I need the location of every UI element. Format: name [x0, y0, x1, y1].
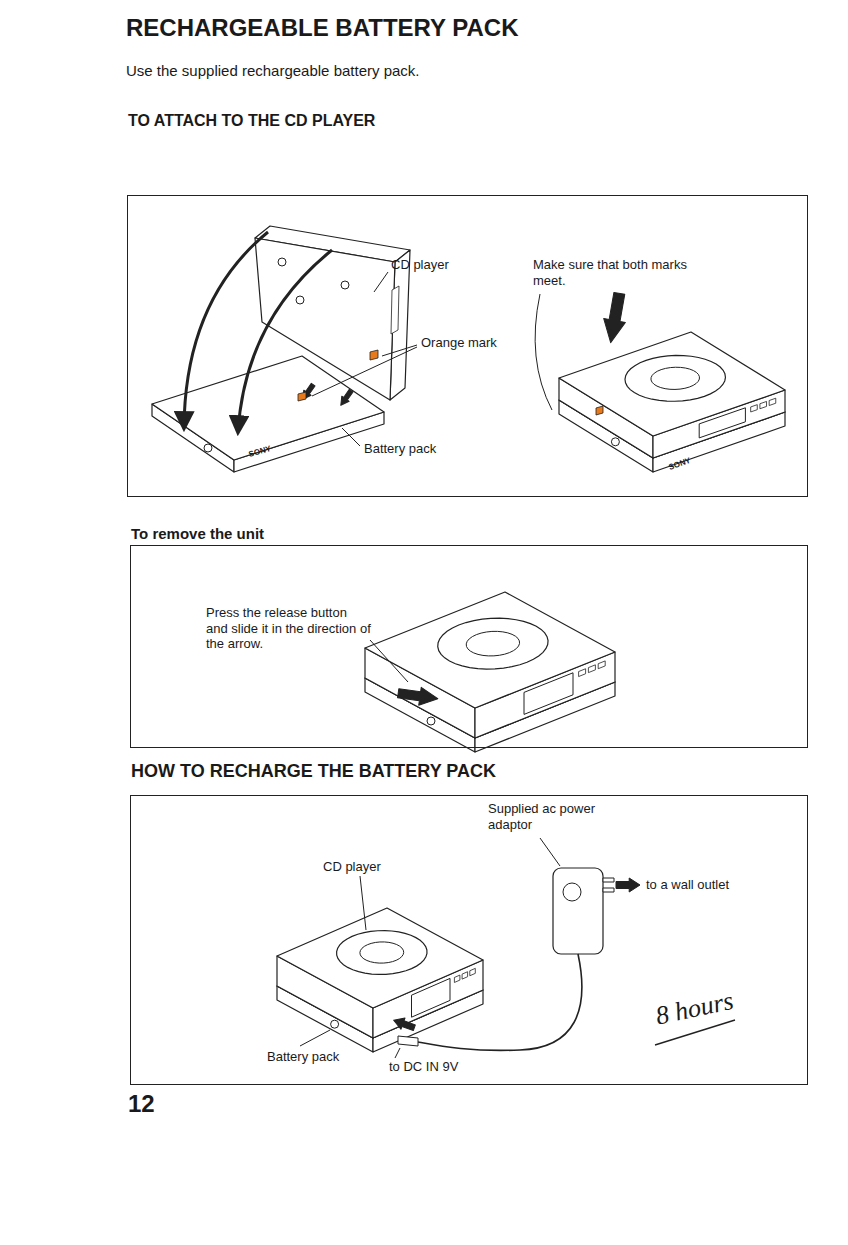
- plug-prong: [603, 888, 614, 892]
- handwritten-note: 8 hours: [653, 985, 737, 1032]
- orange-mark: [370, 350, 378, 360]
- section-heading: To remove the unit: [131, 525, 264, 543]
- power-cord: [418, 954, 582, 1050]
- direction-arrow: [397, 684, 439, 707]
- leader-line: [382, 345, 417, 356]
- orange-mark: [596, 406, 603, 415]
- leader-line: [360, 876, 366, 930]
- instruction-note: Make sure that both marks meet.: [533, 257, 698, 288]
- control-button: [579, 669, 586, 677]
- illustration-panel: TO ATTACH TO THE CD PLAYERCD playerOrang…: [127, 195, 808, 497]
- control-button: [598, 661, 605, 669]
- illustration-panel: HOW TO RECHARGE THE BATTERY PACKSupplied…: [130, 795, 808, 1085]
- attached-illustration: [535, 291, 785, 472]
- direction-arrow: [600, 291, 630, 344]
- control-button: [454, 975, 460, 982]
- remove-illustration: [365, 592, 615, 752]
- release-knob: [331, 1020, 339, 1028]
- control-button: [769, 398, 776, 405]
- attach-illustration: [152, 226, 417, 472]
- lid-window: [651, 367, 699, 389]
- side-controls: [391, 286, 399, 334]
- display-window: [524, 673, 573, 715]
- leader-line: [342, 428, 360, 446]
- display-window: [699, 408, 745, 438]
- leader-line: [300, 1030, 330, 1046]
- intro-text: Use the supplied rechargeable battery pa…: [126, 62, 420, 80]
- lid-window: [360, 942, 404, 963]
- cd-player-bottom: [255, 238, 395, 400]
- leader-line: [370, 640, 408, 682]
- foot-hole: [278, 258, 286, 266]
- control-button: [751, 405, 758, 412]
- dc-plug: [398, 1036, 418, 1046]
- part-label: CD player: [323, 859, 381, 875]
- brand-mark: SONY: [248, 444, 272, 459]
- display-window: [412, 978, 451, 1017]
- disc-lid: [438, 618, 548, 669]
- attach-arrow: [184, 232, 268, 428]
- part-label: Battery pack: [364, 441, 436, 457]
- control-button: [462, 972, 468, 979]
- direction-arrow: [392, 1015, 417, 1034]
- instruction-note: Press the release button and slide it in…: [206, 605, 371, 652]
- release-knob: [427, 717, 435, 725]
- control-button: [760, 401, 767, 408]
- foot-hole: [296, 296, 304, 304]
- release-knob: [611, 438, 619, 446]
- part-label: CD player: [391, 257, 449, 273]
- leader-line: [312, 347, 417, 396]
- attach-arrow: [238, 250, 332, 432]
- ac-adaptor: [553, 868, 603, 954]
- connector-label: to DC IN 9V: [389, 1059, 458, 1075]
- release-knob: [204, 444, 212, 452]
- disc-lid: [337, 931, 427, 975]
- leader-line: [374, 272, 388, 292]
- part-label: to a wall outlet: [646, 877, 729, 893]
- disc-lid: [625, 355, 725, 401]
- section-heading: HOW TO RECHARGE THE BATTERY PACK: [131, 761, 496, 783]
- leader-line: [535, 294, 552, 410]
- plug-prong: [603, 878, 614, 882]
- lid-window: [466, 631, 519, 656]
- part-label: Orange mark: [421, 335, 497, 351]
- direction-arrow: [337, 388, 355, 408]
- orange-mark: [298, 392, 306, 401]
- direction-arrow: [616, 878, 640, 892]
- page-number: 12: [128, 1090, 155, 1119]
- page-title: RECHARGEABLE BATTERY PACK: [126, 14, 518, 43]
- part-label: Battery pack: [267, 1049, 339, 1065]
- cd-player-top: [277, 908, 483, 1008]
- leader-line: [395, 1048, 400, 1058]
- adaptor-label: [563, 883, 581, 901]
- cd-player-top: [559, 332, 785, 436]
- illustration-panel: To remove the unitPress the release butt…: [130, 545, 808, 748]
- control-button: [470, 968, 476, 975]
- control-button: [588, 665, 595, 673]
- cd-player-top: [365, 592, 615, 708]
- brand-mark: SONY: [667, 456, 692, 472]
- leader-line: [540, 838, 560, 866]
- section-heading: TO ATTACH TO THE CD PLAYER: [128, 111, 375, 130]
- part-label: Supplied ac power adaptor: [488, 801, 618, 832]
- foot-hole: [341, 281, 349, 289]
